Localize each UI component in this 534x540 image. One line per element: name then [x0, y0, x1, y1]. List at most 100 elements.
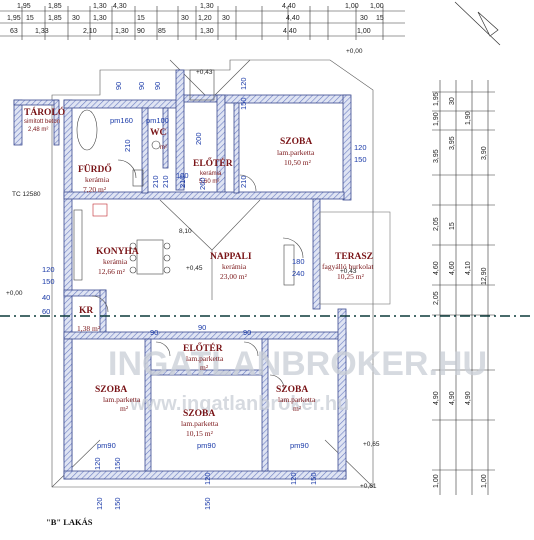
room-name: FÜRDŐ	[78, 162, 112, 175]
room-material: lam.parketta	[278, 395, 316, 404]
dim-label: 4,10	[465, 261, 472, 275]
door-swing-icon	[243, 341, 259, 357]
level-mark: +0,00	[346, 48, 363, 55]
door-swing-icon	[282, 237, 304, 259]
room-material: lam.parketta	[277, 148, 315, 157]
room-name: TERASZ	[335, 252, 373, 262]
room-name: KONYHA	[96, 247, 139, 257]
room-material: lam.parketta	[186, 354, 224, 363]
dim-label: 4,40	[282, 3, 296, 10]
opening-label: 150	[203, 497, 212, 510]
dim-label: 2,10	[83, 28, 97, 35]
level-mark: TC 12580	[12, 191, 41, 198]
dim-label: 4,60	[449, 261, 456, 275]
opening-label: 120	[289, 472, 298, 485]
dim-label: 4,60	[433, 261, 440, 275]
room-area: 12,66 m²	[98, 267, 126, 276]
dim-label: 15	[376, 15, 384, 22]
door-swing-icon	[117, 159, 137, 179]
opening-label: 210	[178, 175, 187, 188]
dim-label: 1,95	[17, 3, 31, 10]
room-material: kerámia	[222, 262, 247, 271]
dim-label: 1,00	[357, 28, 371, 35]
dim-label: 1,00	[481, 474, 488, 488]
room-szoba-mid: SZOBA lam.parketta 10,15 m²	[181, 409, 219, 438]
dim-label: 1,20	[198, 15, 212, 22]
room-name: SZOBA	[276, 385, 308, 395]
room-wc: WC m²	[150, 128, 167, 151]
opening-label: 90	[114, 82, 123, 90]
room-area: m²	[120, 404, 129, 413]
room-material: kerámia	[85, 175, 110, 184]
room-area: 7,20 m²	[83, 185, 107, 194]
top-dim-labels-row1: 1,95 1,85 1,30 4,30 1,30 4,40 1,00 1,00	[17, 3, 384, 10]
opening-labels: 90 90 90 120 150 pm160 pm100 210 210 210…	[42, 77, 367, 510]
dim-label: 3,90	[481, 146, 488, 160]
dim-label: 85	[158, 28, 166, 35]
door-swing-icon	[155, 341, 171, 357]
dim-label: 15	[137, 15, 145, 22]
bathtub-icon	[76, 109, 98, 151]
room-name: ELŐTÉR	[193, 157, 233, 169]
toilet-icon	[151, 140, 161, 150]
room-eloter-bottom: ELŐTÉR lam.parketta m²	[183, 342, 224, 372]
dim-label: 1,00	[370, 3, 384, 10]
room-terasz: TERASZ fagyálló burkolat 10,25 m²	[322, 252, 374, 281]
dim-label: 90	[137, 28, 145, 35]
dim-label: 15	[449, 222, 456, 230]
dim-label: 2,05	[433, 291, 440, 305]
opening-label: 90	[198, 323, 206, 332]
dim-label: 30	[72, 15, 80, 22]
dim-label: 1,00	[433, 474, 440, 488]
sill-label: pm100	[146, 116, 169, 125]
watermark-text: INGATLANBROKER.HU	[108, 345, 487, 383]
dim-label: 30	[449, 97, 456, 105]
dim-label: 63	[10, 28, 18, 35]
dim-label: 1,95	[433, 92, 440, 106]
opening-label: 90	[243, 328, 251, 337]
room-furdo: FÜRDŐ kerámia 7,20 m²	[78, 162, 112, 194]
opening-label: 260	[198, 177, 207, 190]
dim-label: 1,90	[465, 111, 472, 125]
room-area: 23,00 m²	[220, 272, 248, 281]
opening-label: 120	[95, 497, 104, 510]
level-mark: +0,00	[6, 290, 23, 297]
opening-label: 120	[239, 77, 248, 90]
opening-label: 150	[309, 472, 318, 485]
opening-label: 210	[123, 139, 132, 152]
opening-label: 150	[42, 277, 55, 286]
stove-icon	[92, 203, 108, 217]
room-name: NAPPALI	[210, 252, 252, 262]
dim-label: 30	[222, 15, 230, 22]
opening-label: 150	[354, 155, 367, 164]
dim-label: 1,00	[345, 3, 359, 10]
walls	[13, 69, 352, 480]
room-material: kerámia	[103, 257, 128, 266]
level-mark: +0,65	[363, 441, 380, 448]
room-name: SZOBA	[280, 137, 312, 147]
opening-label: 210	[239, 175, 248, 188]
room-szoba-right: SZOBA lam.parketta m²	[276, 385, 316, 413]
opening-label: 180	[292, 257, 305, 266]
room-area: 1,38 m²	[77, 324, 101, 333]
room-eloter-top: ELŐTÉR kerámia 5,60 m²	[193, 157, 233, 185]
dim-label: 30	[360, 15, 368, 22]
stair-icon	[189, 69, 215, 101]
sill-label: pm90	[97, 441, 116, 450]
level-mark: +0,45	[186, 265, 203, 272]
level-mark: +0,43	[196, 69, 213, 76]
opening-label: 150	[113, 497, 122, 510]
room-szoba-top: SZOBA lam.parketta 10,50 m²	[277, 137, 315, 167]
sill-label: pm160	[110, 116, 133, 125]
dim-label: 12,90	[481, 267, 488, 285]
dim-label: 4,90	[449, 391, 456, 405]
level-mark: +0,61	[360, 483, 377, 490]
level-mark: +0,43	[340, 268, 357, 275]
dim-label: 1,90	[433, 112, 440, 126]
opening-label: 100	[176, 171, 189, 180]
opening-label: 120	[42, 265, 55, 274]
terrace-outline	[319, 211, 391, 305]
dim-label: 4,40	[283, 28, 297, 35]
dim-label: 1,85	[48, 15, 62, 22]
dim-label: 1,30	[200, 3, 214, 10]
